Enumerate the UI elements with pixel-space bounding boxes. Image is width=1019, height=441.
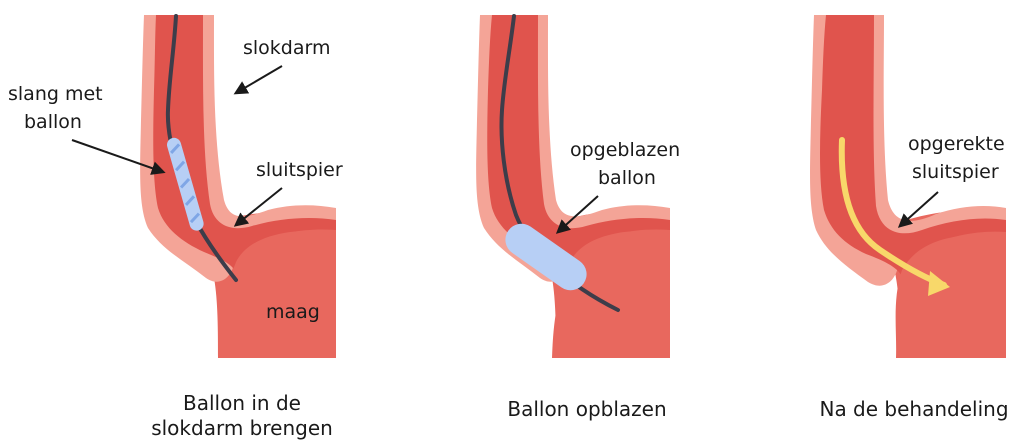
arrow-esophagus xyxy=(236,66,282,93)
label-stretched-sphincter-line-2: sluitspier xyxy=(912,161,999,183)
caption-panel-3: Na de behandeling xyxy=(819,397,1008,421)
label-balloon-line-2: ballon xyxy=(598,167,656,189)
label-esophagus: slokdarm xyxy=(243,37,331,59)
label-tube-line-2: ballon xyxy=(24,111,82,133)
label-stretched-sphincter-line-1: opgerekte xyxy=(908,133,1005,155)
panel-2: opgeblazen ballon Ballon opblazen xyxy=(476,15,680,421)
caption-panel-1-line-1: Ballon in de xyxy=(183,391,301,415)
label-balloon-line-1: opgeblazen xyxy=(570,139,680,161)
label-stomach: maag xyxy=(266,301,320,323)
caption-panel-1-line-2: slokdarm brengen xyxy=(151,416,333,440)
organ-shape xyxy=(810,15,1006,358)
panel-1: slang met ballon slokdarm sluitspier maa… xyxy=(8,15,343,440)
label-sphincter: sluitspier xyxy=(256,159,343,181)
caption-panel-2: Ballon opblazen xyxy=(507,397,666,421)
panel-3: opgerekte sluitspier Na de behandeling xyxy=(810,15,1008,421)
label-tube-line-1: slang met xyxy=(8,83,103,105)
